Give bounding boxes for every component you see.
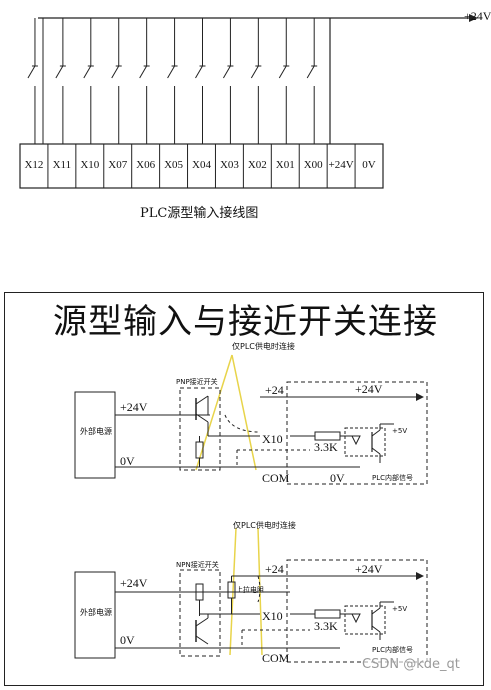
input-switch: [167, 18, 178, 144]
pnp-plc-zero-label: 0V: [330, 471, 345, 485]
optocoupler-box: [344, 427, 386, 457]
terminal-label: 0V: [362, 159, 376, 171]
terminal-label: X06: [136, 159, 156, 171]
external-power-box: [74, 391, 116, 479]
pnp-circuit: [74, 354, 428, 485]
transistor-collector: [195, 617, 209, 627]
annotation-pointer-line: [231, 354, 257, 471]
npn-plus5v-label: +5V: [392, 605, 408, 613]
switch-wire: [195, 65, 203, 79]
transistor-emitter: [195, 635, 209, 645]
terminal-block: [19, 143, 384, 189]
input-switch: [195, 18, 206, 144]
npn-x10-label: X10: [262, 609, 283, 623]
top-diagram-lines: [19, 14, 478, 189]
npn-annotation: 仅PLC供电时连接: [233, 521, 296, 530]
npn-resistor-label: 3.3K: [314, 619, 338, 633]
npn-plc-plus24-small: +24: [265, 562, 284, 576]
input-switch: [55, 18, 66, 144]
external-power-box: [74, 571, 116, 659]
pnp-annotation: 仅PLC供电时连接: [232, 342, 295, 351]
pnp-internal-signal-label: PLC内部信号: [372, 474, 414, 482]
npn-external-power-label: 外部电源: [80, 608, 112, 617]
npn-pullup-label: 上拉电阻: [236, 586, 264, 594]
transistor-emitter: [195, 413, 209, 423]
phototransistor-lead: [371, 447, 381, 455]
panel-title: 源型输入与接近开关连接: [53, 302, 438, 342]
terminal-label: X07: [108, 159, 128, 171]
switch-wire: [83, 65, 92, 79]
terminal-label: X05: [164, 159, 184, 171]
pnp-com-label: COM: [262, 471, 290, 485]
npn-com-label: COM: [262, 651, 290, 665]
switch-wire: [27, 65, 36, 79]
switch-wire: [250, 65, 259, 79]
input-switch: [222, 18, 234, 144]
terminal-label: X02: [247, 159, 267, 171]
optocoupler-box: [344, 605, 386, 635]
switch-wire: [111, 65, 120, 79]
terminal-label: X10: [80, 159, 100, 171]
switch-wire: [139, 65, 148, 79]
annotation-pointer-line: [195, 354, 233, 471]
pnp-plc-plus24-small: +24: [265, 383, 284, 397]
pnp-resistor-label: 3.3K: [314, 440, 338, 454]
pnp-sensor-label: PNP接近开关: [176, 378, 218, 386]
arrow-icon: [416, 393, 424, 401]
input-resistor: [314, 431, 341, 441]
led-icon: [351, 613, 361, 624]
terminal-label: X04: [192, 159, 211, 171]
supply-arrow-icon: [469, 14, 478, 22]
diagram-caption: PLC源型输入接线图: [140, 206, 259, 221]
pnp-x10-label: X10: [262, 432, 283, 446]
input-switch: [27, 18, 38, 144]
pnp-plc-plus24: +24V: [355, 382, 383, 396]
pnp-external-power-label: 外部电源: [80, 427, 112, 436]
bottom-panel-frame: [4, 292, 484, 686]
pnp-plus5v-label: +5V: [392, 427, 408, 435]
npn-circuit: [74, 527, 428, 663]
input-switch: [111, 18, 122, 144]
terminal-label: X03: [219, 159, 239, 171]
switch-wire: [222, 65, 231, 79]
pnp-zero-label: 0V: [120, 454, 135, 468]
pnp-sensor-box: [179, 387, 221, 471]
phototransistor-lead: [371, 607, 381, 615]
input-resistor: [314, 609, 341, 619]
switch-wire: [167, 65, 176, 79]
input-switch: [83, 18, 94, 144]
npn-zero-label: 0V: [120, 633, 135, 647]
terminal-label: +24V: [328, 159, 354, 171]
npn-pos-label: +24V: [120, 576, 148, 590]
plc-box: [286, 559, 428, 663]
transistor-collector: [195, 395, 209, 405]
switch-wire: [55, 65, 64, 79]
terminal-label: X11: [52, 159, 72, 171]
phototransistor-lead: [371, 429, 381, 437]
input-switch: [139, 18, 150, 144]
dashed-link: [224, 414, 261, 433]
phototransistor-lead: [371, 625, 381, 633]
input-switch: [250, 18, 262, 144]
plc-box: [286, 381, 428, 485]
terminal-label: X12: [24, 159, 44, 171]
input-switch-branches: [27, 18, 318, 144]
input-switch: [278, 18, 290, 144]
switch-wire: [306, 65, 315, 79]
supply-voltage-label: +24V: [464, 9, 491, 23]
watermark: CSDN @kde_qt: [362, 657, 460, 672]
arrow-icon: [416, 572, 424, 580]
dashed-link: [257, 575, 261, 603]
input-switch: [306, 18, 318, 144]
terminal-dividers: [47, 144, 356, 188]
npn-internal-signal-label: PLC内部信号: [372, 646, 414, 654]
led-icon: [351, 435, 361, 446]
npn-sensor-label: NPN接近开关: [176, 561, 219, 569]
terminal-label: X00: [303, 159, 323, 171]
switch-wire: [278, 65, 287, 79]
pnp-pos-label: +24V: [120, 400, 148, 414]
terminal-label: X01: [275, 159, 295, 171]
npn-plc-plus24: +24V: [355, 562, 383, 576]
